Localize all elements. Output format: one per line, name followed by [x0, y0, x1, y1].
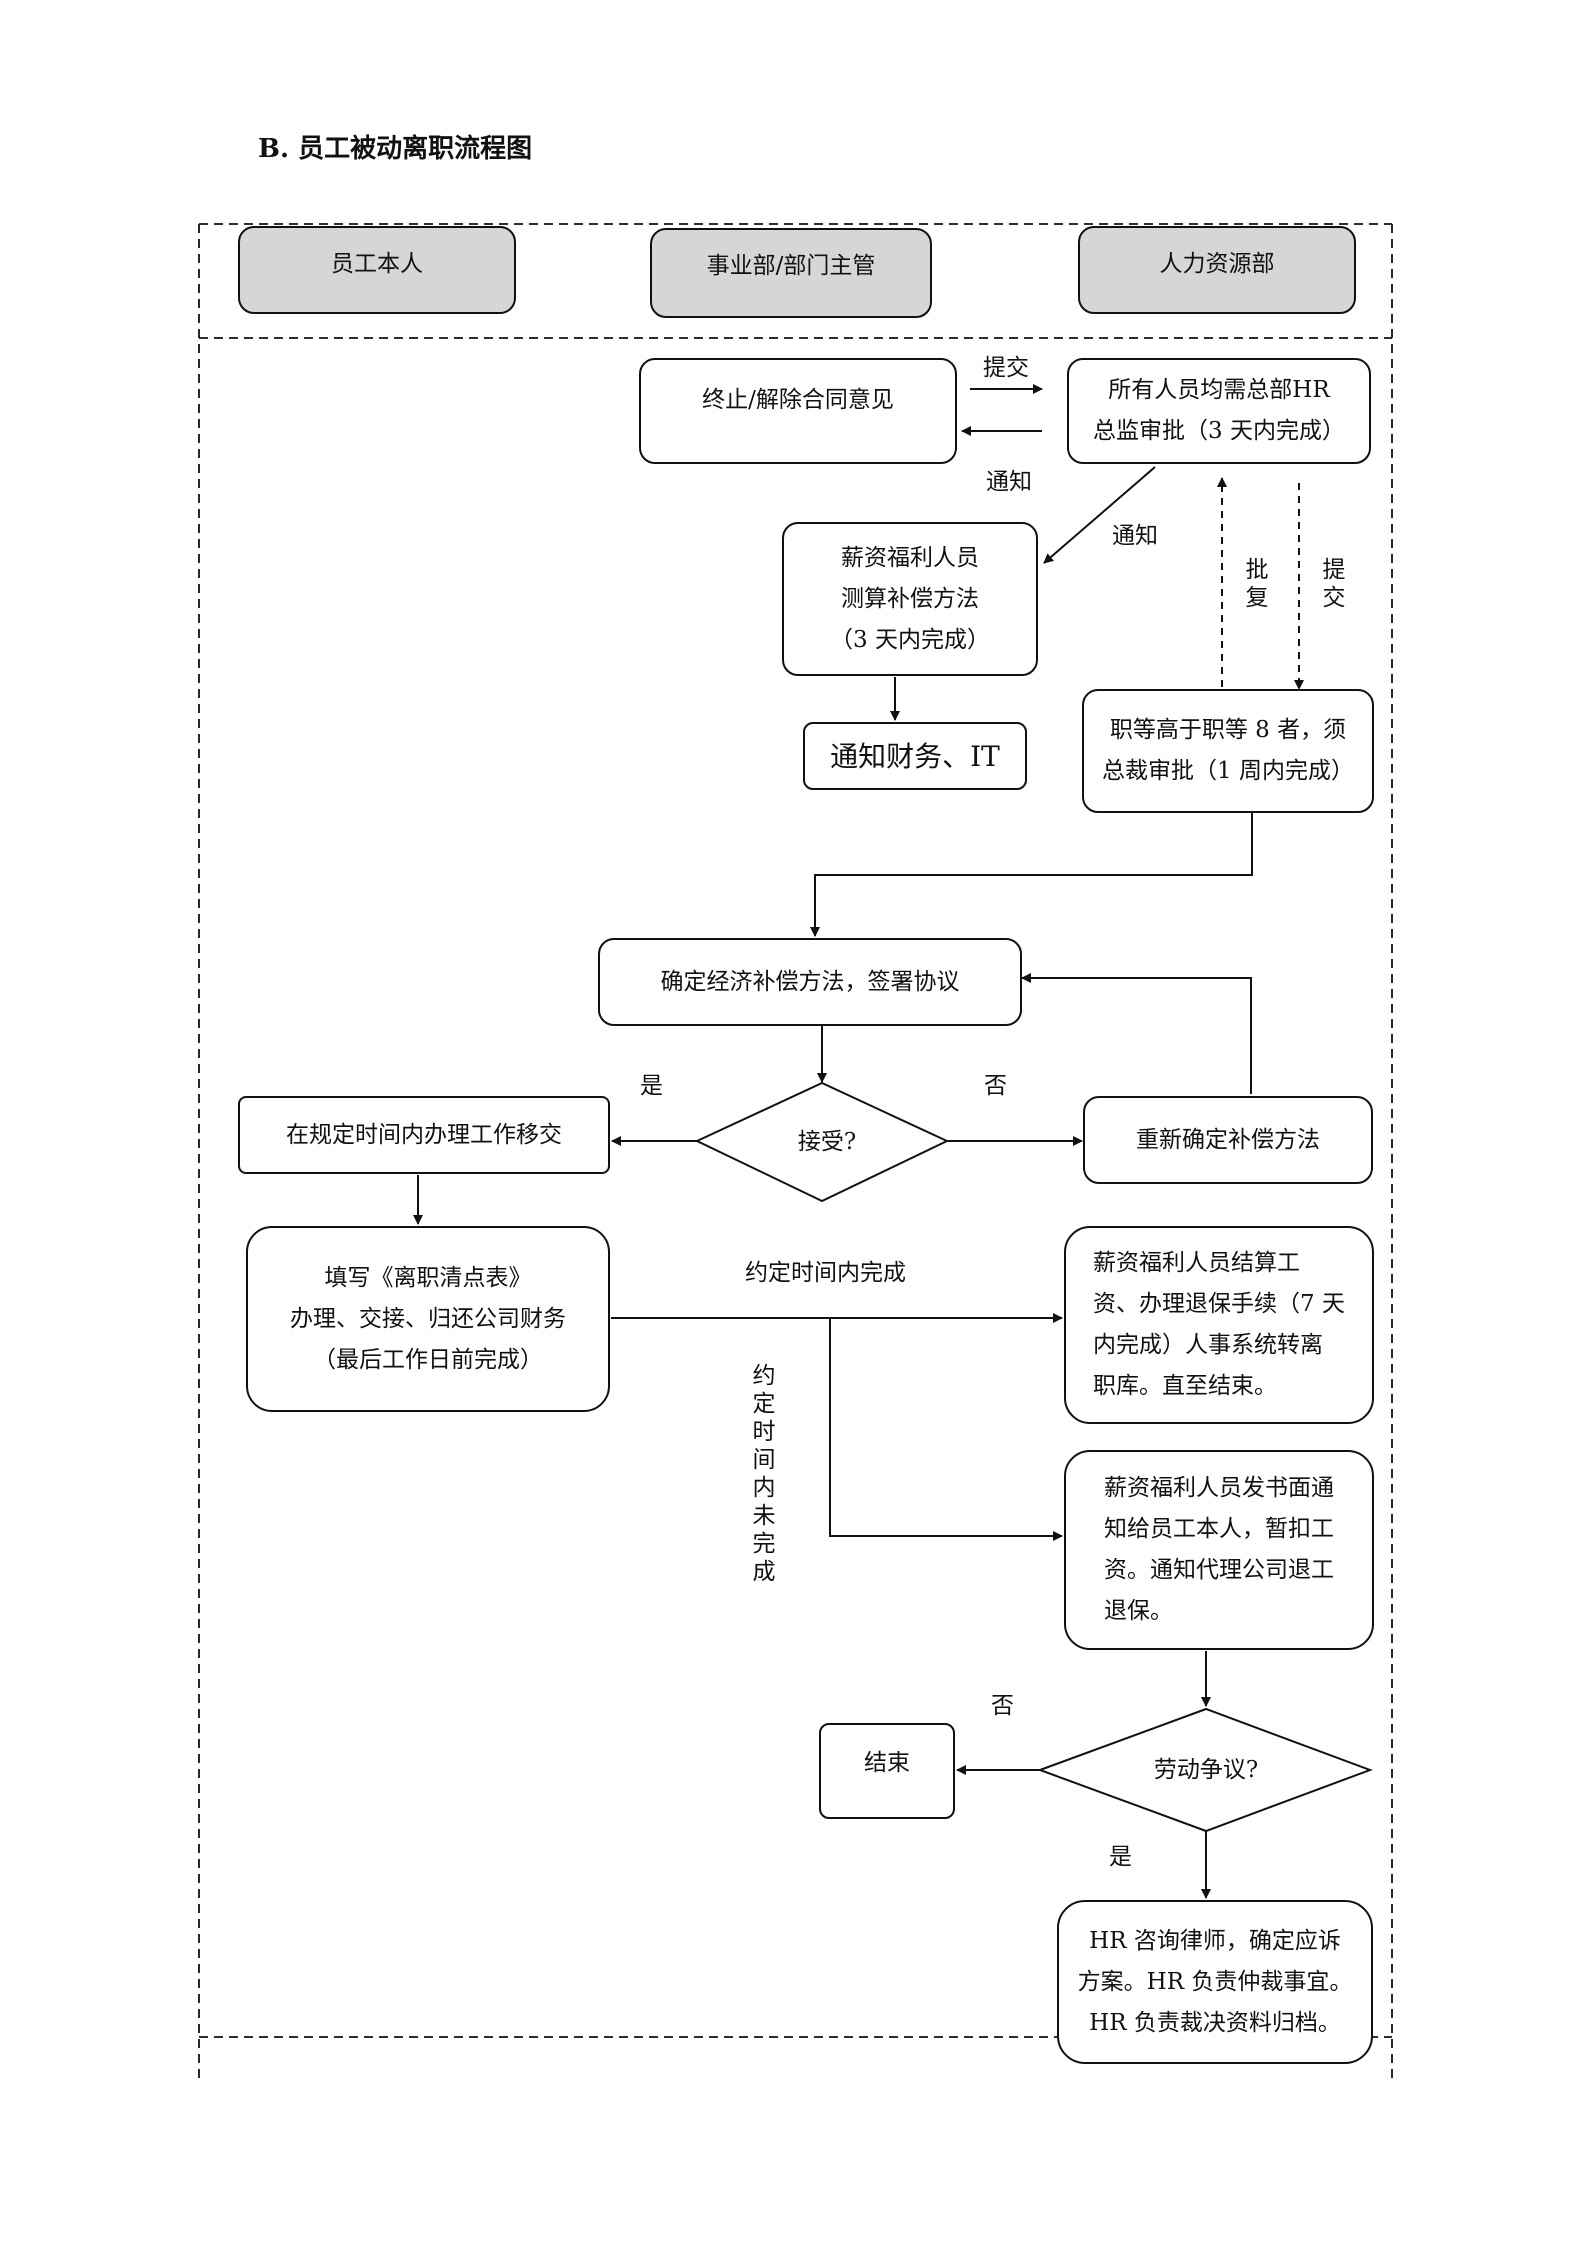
lane-employee: 员工本人 — [238, 226, 516, 314]
page-title: B. 员工被动离职流程图 — [258, 134, 533, 164]
node-written-notice: 薪资福利人员发书面通 知给员工本人，暂扣工 资。通知代理公司退工 退保。 — [1064, 1450, 1374, 1650]
node-hr-director-approval-text: 所有人员均需总部HR 总监审批（3 天内完成） — [1093, 377, 1345, 444]
node-notify-finance-it: 通知财务、IT — [803, 722, 1027, 790]
edge-label-submit-vertical: 提交 — [1322, 557, 1346, 611]
node-president-approval-text: 职等高于职等 8 者，须 总裁审批（1 周内完成） — [1102, 717, 1354, 784]
arrow-notify-payroll — [1043, 466, 1156, 564]
arrow-president-to-confirm — [810, 813, 1253, 937]
node-confirm-compensation: 确定经济补偿方法，签署协议 — [598, 938, 1022, 1026]
edge-label-yes-dispute: 是 — [1109, 1844, 1132, 1870]
edge-label-notify-back: 通知 — [986, 469, 1032, 495]
lane-department: 事业部/部门主管 — [650, 228, 932, 318]
node-end-text: 结束 — [864, 1750, 910, 1776]
edge-label-submit: 提交 — [983, 355, 1029, 381]
decision-dispute-label: 劳动争议? — [1153, 1757, 1259, 1783]
edge-label-reply: 批复 — [1245, 557, 1269, 611]
decision-dispute-shape — [1037, 1707, 1373, 1833]
node-terminate-opinion: 终止/解除合同意见 — [639, 358, 957, 464]
node-payroll-calc: 薪资福利人员 测算补偿方法 （3 天内完成） — [782, 522, 1038, 676]
node-hr-lawyer-text: HR 咨询律师，确定应诉 方案。HR 负责仲裁事宜。 HR 负责裁决资料归档。 — [1077, 1927, 1353, 2036]
edge-label-yes-accept: 是 — [640, 1073, 663, 1099]
node-notify-finance-it-text: 通知财务、IT — [830, 739, 1000, 773]
node-written-notice-text: 薪资福利人员发书面通 知给员工本人，暂扣工 资。通知代理公司退工 退保。 — [1104, 1475, 1334, 1624]
node-handover-text: 在规定时间内办理工作移交 — [286, 1121, 562, 1148]
node-confirm-compensation-text: 确定经济补偿方法，签署协议 — [660, 968, 960, 995]
node-settle-wages-text: 薪资福利人员结算工 资、办理退保手续（7 天 内完成）人事系统转离 职库。直至结… — [1093, 1250, 1345, 1399]
node-hr-lawyer: HR 咨询律师，确定应诉 方案。HR 负责仲裁事宜。 HR 负责裁决资料归档。 — [1057, 1900, 1373, 2064]
node-fill-form: 填写《离职清点表》 办理、交接、归还公司财务 （最后工作日前完成） — [246, 1226, 610, 1412]
arrow-redetermine-back — [1021, 973, 1252, 1094]
edge-label-done-in-time: 约定时间内完成 — [745, 1260, 906, 1286]
node-end: 结束 — [819, 1723, 955, 1819]
node-redetermine: 重新确定补偿方法 — [1083, 1096, 1373, 1184]
edge-label-no-accept: 否 — [984, 1073, 1007, 1099]
node-hr-director-approval: 所有人员均需总部HR 总监审批（3 天内完成） — [1067, 358, 1371, 464]
edge-label-notify-down: 通知 — [1112, 523, 1158, 549]
decision-accept-shape — [694, 1081, 950, 1203]
edge-label-not-done-in-time: 约定时间内未完成 — [752, 1363, 776, 1585]
arrow-not-done-in-time — [829, 1318, 1063, 1541]
node-payroll-calc-text: 薪资福利人员 测算补偿方法 （3 天内完成） — [830, 544, 990, 653]
node-settle-wages: 薪资福利人员结算工 资、办理退保手续（7 天 内完成）人事系统转离 职库。直至结… — [1064, 1226, 1374, 1424]
node-terminate-opinion-text: 终止/解除合同意见 — [702, 387, 894, 413]
node-fill-form-text: 填写《离职清点表》 办理、交接、归还公司财务 （最后工作日前完成） — [290, 1264, 566, 1373]
decision-accept-label: 接受? — [797, 1129, 857, 1155]
node-president-approval: 职等高于职等 8 者，须 总裁审批（1 周内完成） — [1082, 689, 1374, 813]
node-redetermine-text: 重新确定补偿方法 — [1136, 1126, 1320, 1153]
lane-hr: 人力资源部 — [1078, 226, 1356, 314]
node-handover: 在规定时间内办理工作移交 — [238, 1096, 610, 1174]
edge-label-no-dispute: 否 — [991, 1693, 1014, 1719]
